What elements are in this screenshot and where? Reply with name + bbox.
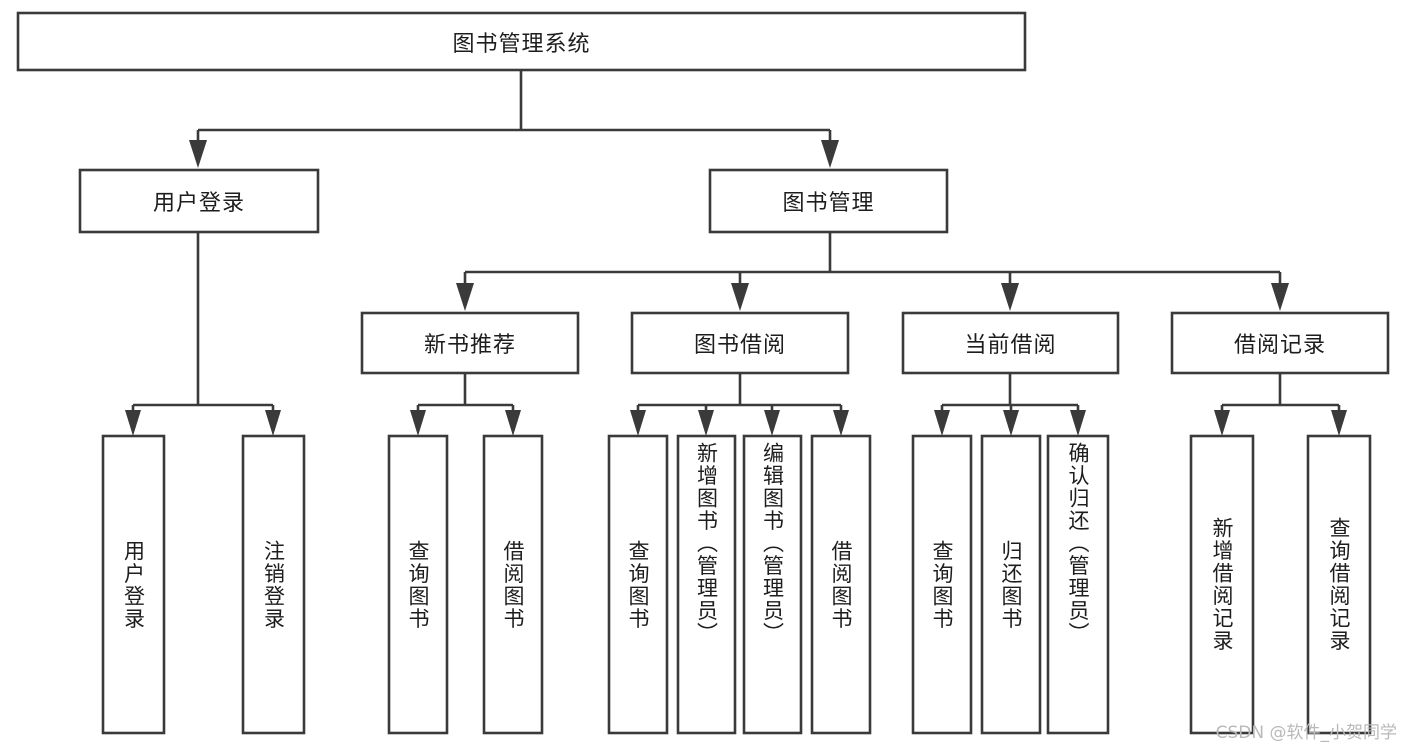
leaf-add-borrow-record-label-wrap: 新增借阅记录 [1191,436,1253,733]
connector-currentborrow-to-leaves [934,373,1086,436]
arrow-head-icon [1214,410,1230,436]
root-label: 图书管理系统 [452,31,591,57]
leaf-add-book-admin-label-wrap: 新增图书（管理员） [678,436,735,733]
leaf-return-book-label-wrap: 归还图书 [982,436,1040,733]
node-leaf-add-book-admin[interactable] [676,434,737,735]
node-book-borrow[interactable] [630,311,850,375]
new-book-recommend-label-wrap: 新书推荐 [362,313,578,373]
book-borrow-label-wrap: 图书借阅 [632,313,848,373]
node-leaf-logout[interactable] [241,434,306,735]
arrow-head-icon [505,410,521,436]
node-borrow-records[interactable] [1170,311,1390,375]
current-borrow-label: 当前借阅 [964,333,1057,358]
leaf-confirm-return-admin-label: 确认归还（管理员） [1066,442,1091,645]
leaf-add-borrow-record-label: 新增借阅记录 [1210,517,1235,652]
leaf-query-book-1-label: 查询图书 [406,539,431,630]
arrow-head-icon [731,283,749,311]
node-user-login[interactable] [78,168,320,234]
node-leaf-borrow-book-2[interactable] [810,434,872,735]
leaf-borrow-book-1-label-wrap: 借阅图书 [484,436,542,733]
leaf-return-book-label: 归还图书 [999,539,1024,630]
node-leaf-confirm-return-admin[interactable] [1046,434,1110,735]
arrow-head-icon [934,410,950,436]
leaf-user-login-label: 用户登录 [121,539,146,630]
node-leaf-query-book-1[interactable] [387,434,449,735]
book-management-label: 图书管理 [782,191,875,216]
arrow-head-icon [1070,410,1086,436]
arrow-head-icon [189,140,207,168]
leaf-logout-label-wrap: 注销登录 [243,436,304,733]
connector-bookborrow-to-leaves [630,373,849,436]
arrow-head-icon [1003,410,1019,436]
leaf-query-borrow-record-label-wrap: 查询借阅记录 [1308,436,1370,733]
arrow-head-icon [1331,410,1347,436]
node-book-management[interactable] [708,168,949,234]
connector-borrowrecords-to-leaves [1214,373,1347,436]
arrow-head-icon [630,410,646,436]
arrow-head-icon [1001,283,1019,311]
arrow-head-icon [698,410,714,436]
leaf-query-borrow-record-label: 查询借阅记录 [1327,517,1352,652]
leaf-edit-book-admin-label-wrap: 编辑图书（管理员） [744,436,801,733]
leaf-borrow-book-2-label-wrap: 借阅图书 [812,436,870,733]
node-leaf-add-borrow-record[interactable] [1189,434,1255,735]
watermark: CSDN @软件_小贺同学 [1215,723,1397,743]
leaf-query-book-3-label: 查询图书 [930,539,955,630]
leaf-borrow-book-1-label: 借阅图书 [501,539,526,630]
connector-bookmgmt-to-level3 [456,232,1289,311]
node-leaf-query-book-2[interactable] [607,434,669,735]
leaf-add-book-admin-label: 新增图书（管理员） [694,442,719,645]
connector-userlogin-to-leaves [125,232,281,436]
user-login-label: 用户登录 [152,191,245,216]
connector-newbook-to-leaves [410,373,521,436]
borrow-records-label: 借阅记录 [1233,333,1326,358]
arrow-head-icon [821,140,839,168]
leaf-query-book-3-label-wrap: 查询图书 [913,436,971,733]
user-login-label-wrap: 用户登录 [80,170,318,232]
leaf-query-book-2-label-wrap: 查询图书 [609,436,667,733]
arrow-head-icon [764,410,780,436]
borrow-records-label-wrap: 借阅记录 [1172,313,1388,373]
root-label-wrap: 图书管理系统 [18,13,1025,70]
node-leaf-edit-book-admin[interactable] [742,434,803,735]
current-borrow-label-wrap: 当前借阅 [903,313,1118,373]
leaf-query-book-2-label: 查询图书 [626,539,651,630]
new-book-recommend-label: 新书推荐 [423,333,516,358]
book-borrow-label: 图书借阅 [693,333,786,358]
leaf-borrow-book-2-label: 借阅图书 [829,539,854,630]
leaf-user-login-label-wrap: 用户登录 [103,436,164,733]
connector-root-to-level2 [189,70,839,168]
arrow-head-icon [456,283,474,311]
node-root[interactable] [16,11,1027,72]
leaf-logout-label: 注销登录 [261,539,286,630]
node-current-borrow[interactable] [901,311,1120,375]
node-new-book-recommend[interactable] [360,311,580,375]
arrow-head-icon [1271,283,1289,311]
leaf-confirm-return-admin-label-wrap: 确认归还（管理员） [1048,436,1108,733]
arrow-head-icon [125,410,141,436]
node-leaf-return-book[interactable] [980,434,1042,735]
node-leaf-user-login[interactable] [101,434,166,735]
node-leaf-borrow-book-1[interactable] [482,434,544,735]
arrow-head-icon [265,410,281,436]
leaf-query-book-1-label-wrap: 查询图书 [389,436,447,733]
arrow-head-icon [410,410,426,436]
book-management-label-wrap: 图书管理 [710,170,947,232]
arrow-head-icon [833,410,849,436]
leaf-edit-book-admin-label: 编辑图书（管理员） [760,442,785,645]
node-leaf-query-borrow-record[interactable] [1306,434,1372,735]
node-leaf-query-book-3[interactable] [911,434,973,735]
